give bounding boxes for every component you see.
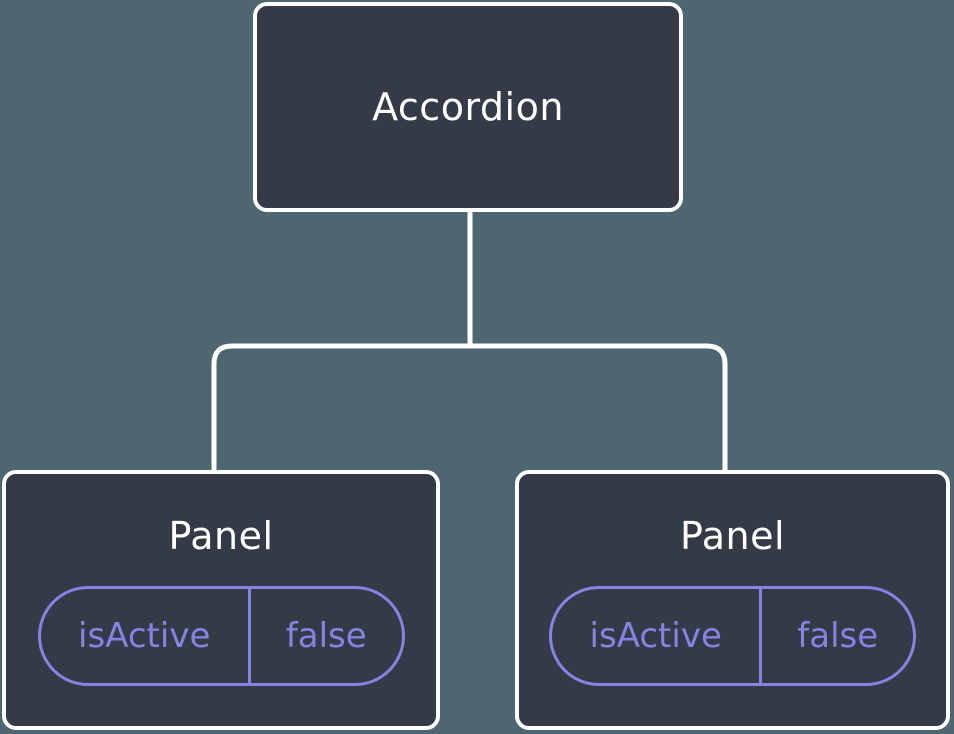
state-pill-1: isActive false: [37, 586, 405, 686]
node-panel-1: Panel isActive false: [2, 470, 440, 730]
connector-branch: [211, 343, 728, 472]
node-panel-2: Panel isActive false: [515, 470, 950, 730]
state-pill-2: isActive false: [549, 586, 916, 686]
node-accordion: Accordion: [253, 2, 683, 212]
state-value-1: false: [285, 616, 367, 656]
state-value-2: false: [797, 616, 879, 656]
node-panel-1-label: Panel: [168, 514, 274, 558]
node-accordion-label: Accordion: [372, 85, 564, 129]
state-key-1: isActive: [41, 589, 251, 683]
state-key-2: isActive: [552, 589, 763, 683]
node-panel-2-label: Panel: [679, 514, 785, 558]
